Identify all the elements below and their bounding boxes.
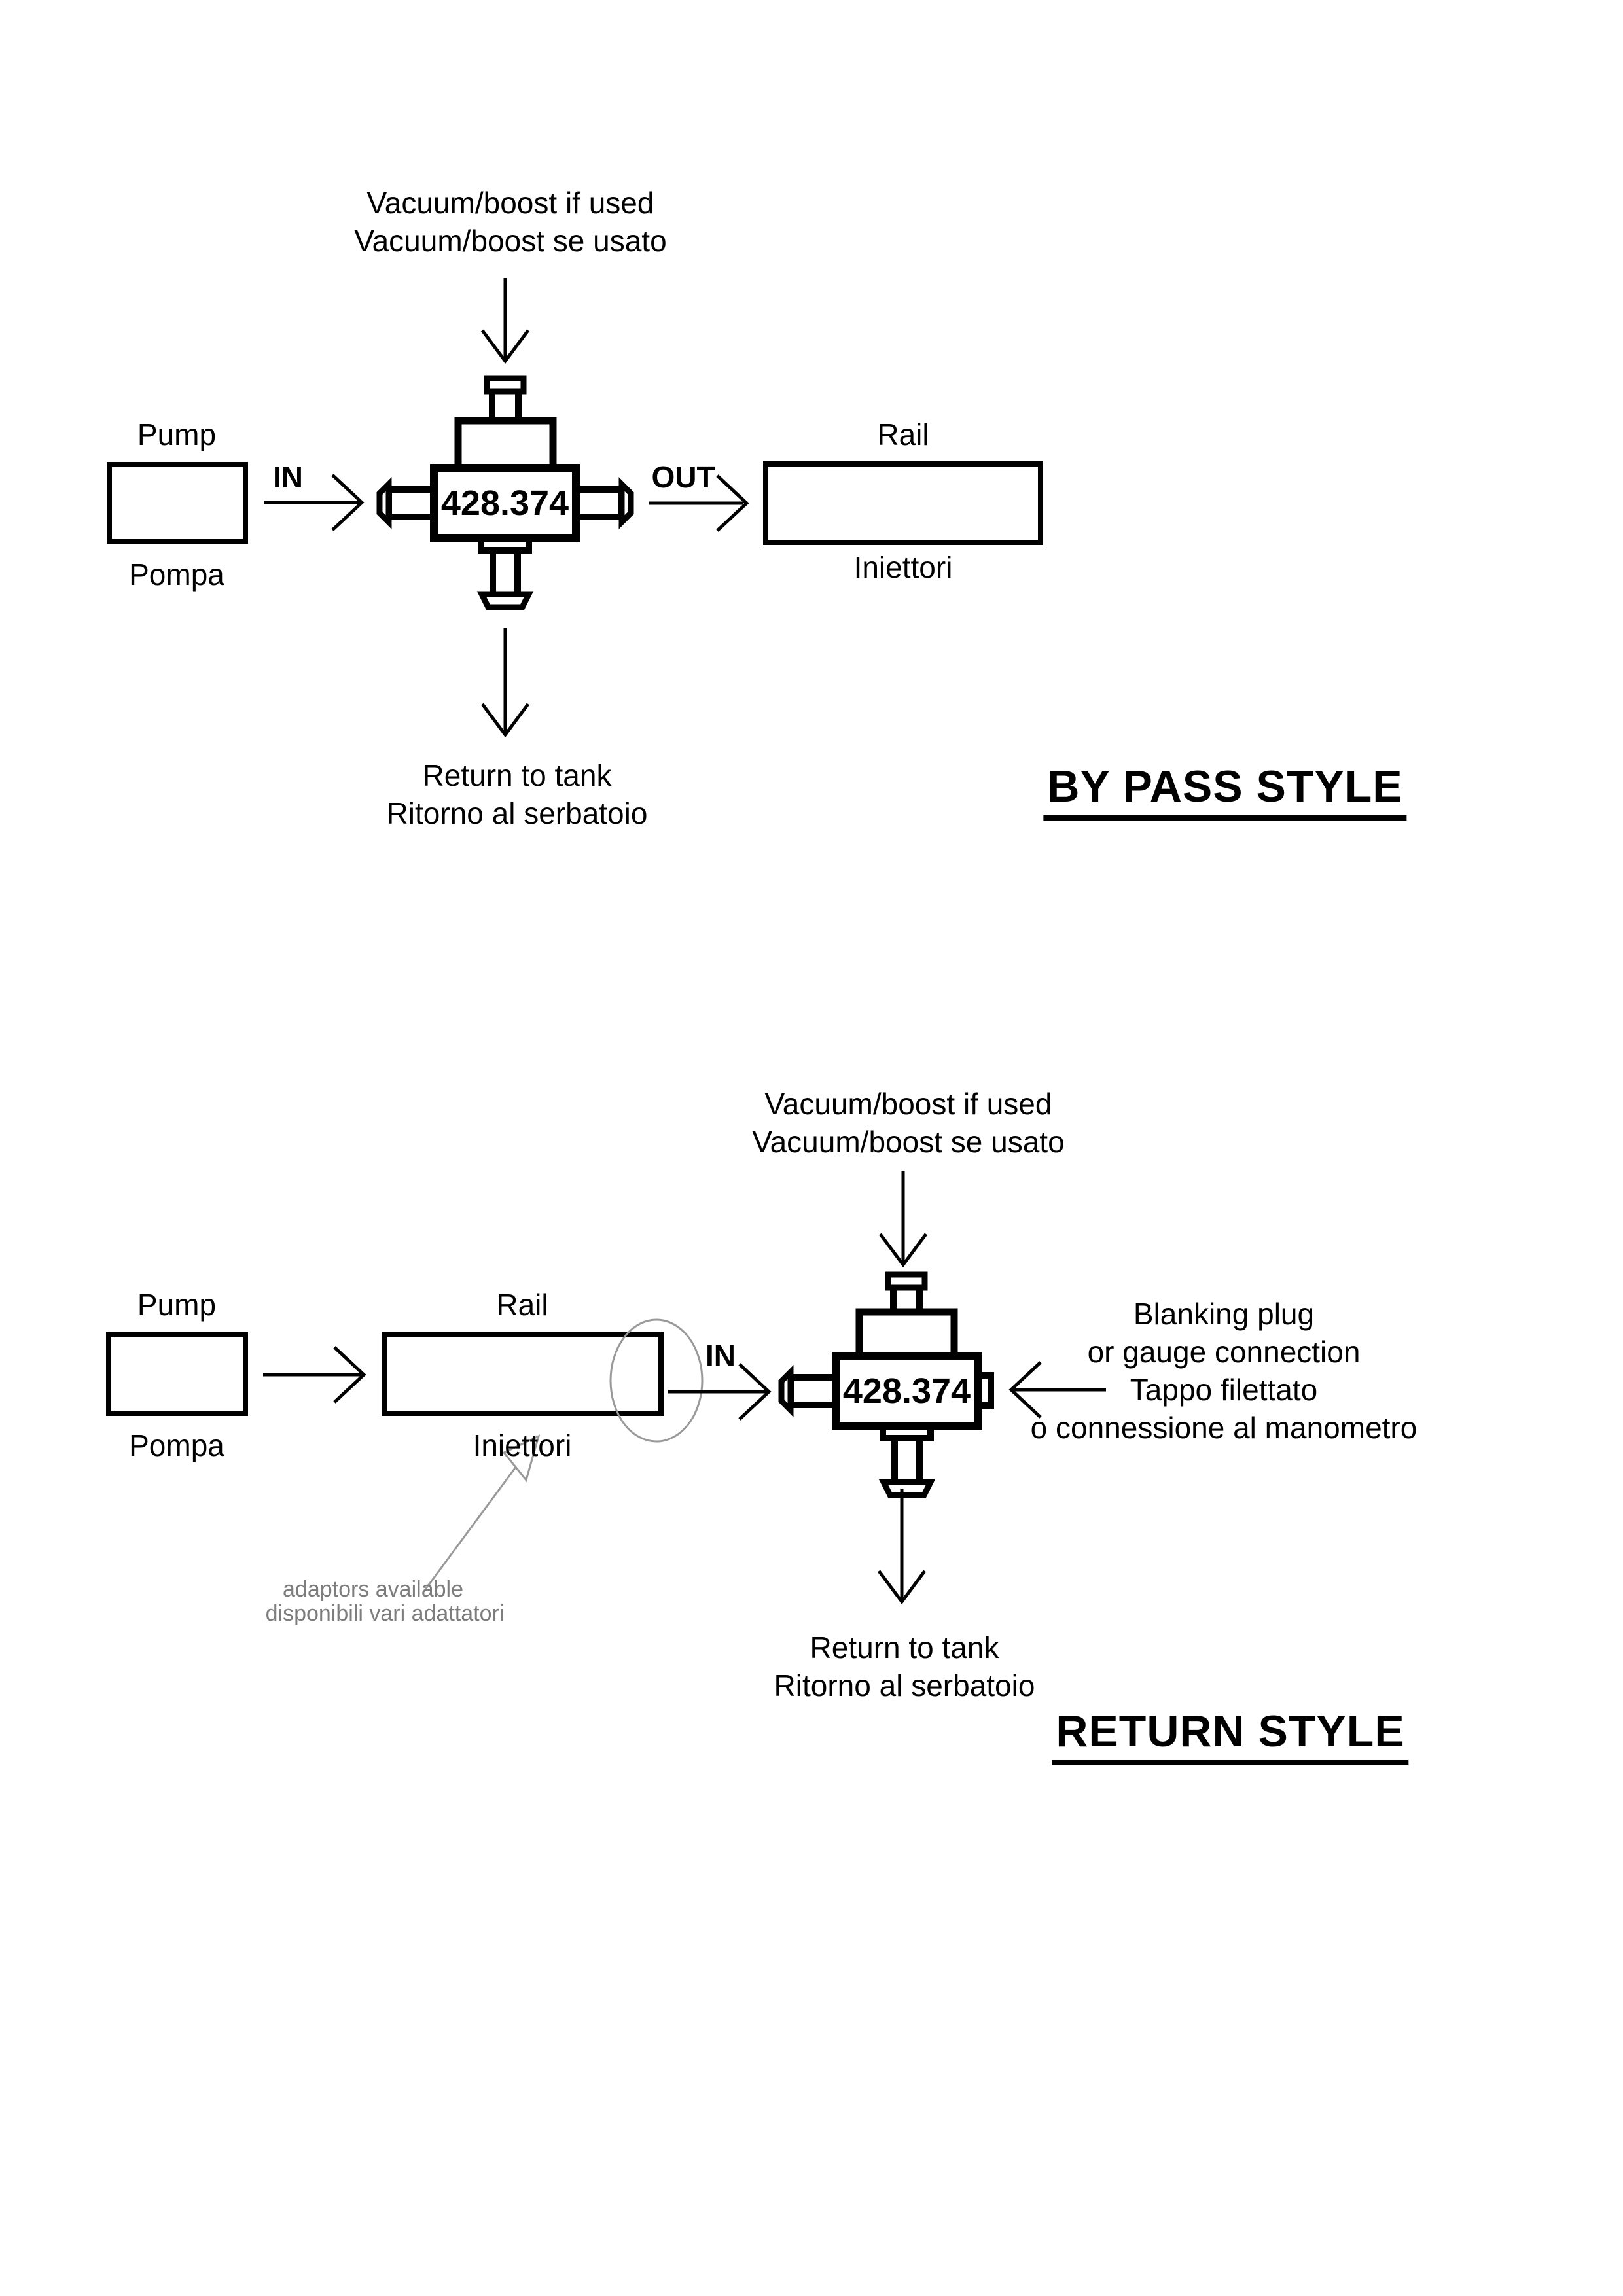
return-regulator-inlet-flange (778, 1365, 794, 1417)
bypass-regulator-upper-housing (454, 417, 557, 472)
return-to-tank-label-en: Return to tank (810, 1631, 999, 1665)
bypass-pump-box (107, 462, 248, 544)
return-style-heading: RETURN STYLE (1052, 1709, 1409, 1765)
bypass-regulator-part-number: 428.374 (440, 483, 569, 523)
blanking-label-line1: Blanking plug (1133, 1297, 1315, 1331)
bypass-regulator-body (430, 464, 580, 542)
return-rail-label-en: Rail (496, 1288, 548, 1322)
bypass-return-label-it: Ritorno al serbatoio (386, 796, 648, 830)
adaptor-callout-ellipse (609, 1318, 704, 1443)
bypass-pump-label-it: Pompa (129, 557, 224, 592)
bypass-vacuum-arrow (480, 278, 530, 364)
return-regulator-body (832, 1352, 982, 1430)
bypass-regulator-outlet-flange (618, 477, 634, 529)
return-vacuum-label-it: Vacuum/boost se usato (752, 1125, 1065, 1159)
blanking-label-line4: o connessione al manometro (1030, 1411, 1418, 1445)
adaptor-callout-arrowhead (502, 1434, 541, 1483)
return-regulator-bottom-barb (878, 1479, 936, 1498)
bypass-rail-label-en: Rail (877, 417, 929, 451)
return-to-tank-arrow (877, 1489, 927, 1605)
return-regulator-top-cap (885, 1271, 928, 1291)
blanking-label-line3: Tappo filettato (1130, 1373, 1318, 1407)
bypass-regulator-top-cap (484, 375, 527, 395)
bypass-regulator (376, 375, 634, 610)
return-rail-label-it: Iniettori (473, 1428, 572, 1462)
bypass-pump-label-en: Pump (137, 417, 217, 451)
bypass-vacuum-label-it: Vacuum/boost se usato (354, 224, 667, 258)
return-regulator-bottom-tube (891, 1431, 923, 1487)
return-regulator-upper-housing (855, 1308, 958, 1360)
bypass-in-arrow (264, 474, 365, 531)
return-pump-box (106, 1332, 248, 1416)
adaptor-callout-line (422, 1451, 529, 1593)
bypass-vacuum-label-en: Vacuum/boost if used (366, 186, 654, 220)
bypass-rail-label-it: Iniettori (853, 550, 953, 584)
bypass-regulator-bottom-barb (476, 591, 534, 610)
adaptors-note-line2: disponibili vari adattatori (265, 1601, 505, 1626)
blanking-label-line2: or gauge connection (1087, 1335, 1361, 1369)
bypass-return-arrow (480, 628, 530, 738)
return-in-label: IN (705, 1339, 736, 1373)
bypass-regulator-inlet-flange (376, 477, 392, 529)
bypass-regulator-inlet-tube (385, 486, 439, 520)
return-regulator-part-number: 428.374 (842, 1371, 971, 1411)
return-pump-label-en: Pump (137, 1288, 217, 1322)
return-pump-to-rail-arrow (263, 1346, 366, 1404)
bypass-in-label: IN (273, 460, 303, 494)
return-in-arrow (668, 1363, 772, 1421)
return-vacuum-label-en: Vacuum/boost if used (764, 1087, 1052, 1121)
bypass-regulator-bottom-tube (490, 543, 521, 599)
return-pump-label-it: Pompa (129, 1428, 224, 1462)
bypass-regulator-outlet-tube (571, 486, 625, 520)
return-regulator (778, 1271, 994, 1498)
return-to-tank-label-it: Ritorno al serbatoio (774, 1669, 1035, 1703)
return-blanking-arrow (1008, 1361, 1106, 1419)
bypass-out-label: OUT (651, 460, 715, 494)
bypass-style-heading: BY PASS STYLE (1043, 764, 1407, 821)
return-regulator-inlet-tube (787, 1374, 841, 1408)
adaptors-note-line1: adaptors available (283, 1577, 463, 1602)
bypass-return-label-en: Return to tank (422, 758, 612, 792)
bypass-rail-box (763, 461, 1043, 545)
return-vacuum-arrow (878, 1171, 928, 1268)
bypass-out-arrow (649, 474, 749, 532)
return-rail-box (382, 1332, 664, 1416)
